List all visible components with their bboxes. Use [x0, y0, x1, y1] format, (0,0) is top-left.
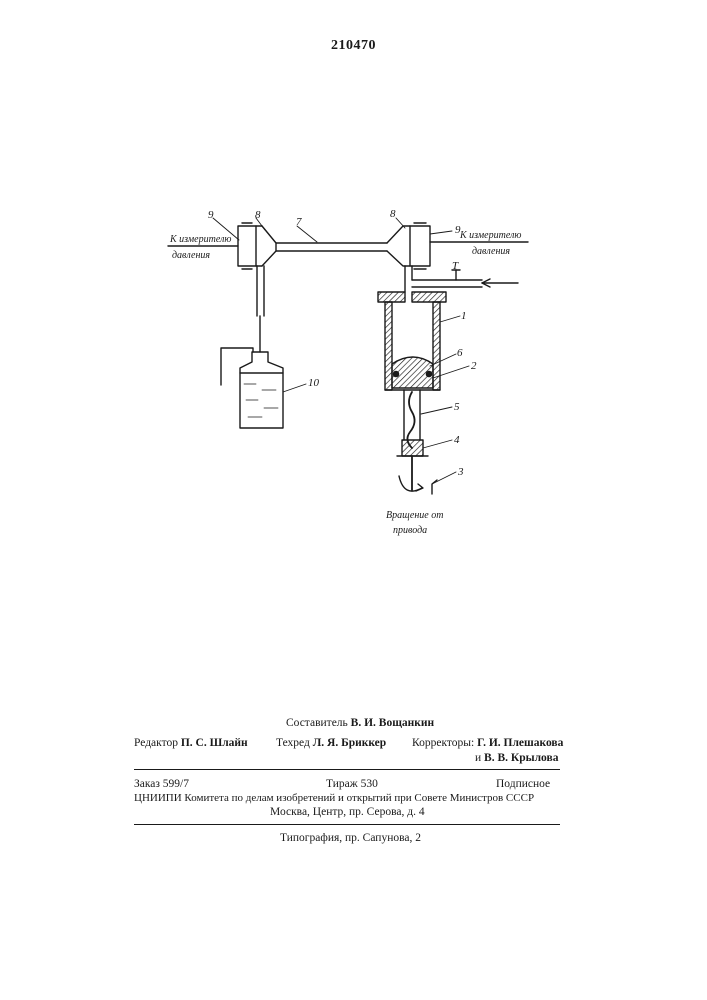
- footer-rule-top: [134, 769, 560, 770]
- callout-5: 5: [454, 401, 460, 413]
- seal-ring-left: [393, 371, 398, 376]
- left-caption-line1: К измерителю: [169, 234, 231, 245]
- techred-line: Техред Л. Я. Бриккер: [276, 737, 386, 749]
- callout-2: 2: [471, 360, 477, 372]
- editor-name: П. С. Шлайн: [181, 737, 248, 749]
- corrector-1: Г. И. Плешакова: [477, 737, 563, 749]
- corrector-2: В. В. Крылова: [484, 752, 558, 764]
- correctors-label: Корректоры:: [412, 737, 474, 749]
- print-run: Тираж 530: [326, 778, 378, 790]
- corrector-2-prefix: и: [475, 752, 481, 764]
- callout-6: 6: [457, 347, 463, 359]
- compiler-line: Составитель В. И. Вощанкин: [286, 717, 434, 729]
- right-caption-line1: К измерителю: [459, 230, 521, 241]
- techred-name: Л. Я. Бриккер: [313, 737, 386, 749]
- right-caption-line2: давления: [472, 246, 510, 257]
- rotation-caption-line2: привода: [393, 525, 427, 536]
- vent-tube: [221, 348, 253, 385]
- subscription-note: Подписное: [496, 778, 550, 790]
- left-cone-adapter: [256, 226, 276, 266]
- footer-rule-bottom: [134, 824, 560, 825]
- right-gauge-housing: [410, 226, 430, 266]
- drive-nut: [402, 440, 423, 456]
- callout-9-left: 9: [208, 209, 214, 221]
- correctors-line: Корректоры: Г. И. Плешакова: [412, 737, 563, 749]
- techred-label: Техред: [276, 737, 310, 749]
- left-gauge-housing: [238, 226, 256, 266]
- connecting-tube: [276, 243, 387, 251]
- address-line: Москва, Центр, пр. Серова, д. 4: [270, 806, 425, 818]
- liquid-bottle: [240, 352, 283, 428]
- order-number: Заказ 599/7: [134, 778, 189, 790]
- editor-label: Редактор: [134, 737, 178, 749]
- rotation-caption-line1: Вращение от: [386, 510, 443, 521]
- valve-mark: T: [452, 260, 459, 272]
- corrector-2-line: и В. В. Крылова: [475, 752, 558, 764]
- callout-7: 7: [296, 216, 302, 228]
- compiler-name: В. И. Вощанкин: [351, 717, 435, 729]
- callout-8-left: 8: [255, 209, 261, 221]
- left-caption-line2: давления: [172, 250, 210, 261]
- printer-line: Типография, пр. Сапунова, 2: [280, 832, 421, 844]
- cylinder-cap-left: [378, 292, 405, 302]
- right-cone-adapter: [387, 226, 410, 266]
- institute-line: ЦНИИПИ Комитета по делам изобретений и о…: [134, 792, 534, 804]
- callout-1: 1: [461, 310, 467, 322]
- riser-tube: [405, 266, 412, 292]
- cylinder-wall-left: [385, 302, 392, 390]
- drain-tube: [257, 266, 264, 352]
- compiler-label: Составитель: [286, 717, 348, 729]
- callout-8-right: 8: [390, 208, 396, 220]
- callout-3: 3: [457, 466, 464, 478]
- seal-ring-right: [426, 371, 431, 376]
- cylinder-cap-right: [412, 292, 446, 302]
- inlet-tube: [412, 270, 518, 287]
- callout-4: 4: [454, 434, 460, 446]
- callout-10: 10: [308, 377, 320, 389]
- editor-line: Редактор П. С. Шлайн: [134, 737, 248, 749]
